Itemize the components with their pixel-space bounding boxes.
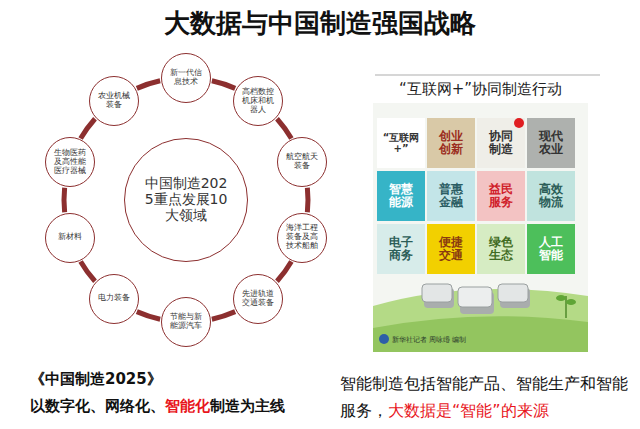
- label-box: 《中国制造2025》: [30, 370, 162, 389]
- grass-front: [373, 316, 588, 352]
- hub-circle: 中国制造2025重点发展10大领域: [124, 138, 248, 262]
- title-row: 大数据与中国制造强国战略: [0, 6, 640, 40]
- rule-line: [375, 74, 600, 76]
- action-tile: 绿色生态: [477, 224, 525, 274]
- action-tile: 现代农业: [527, 118, 575, 168]
- ring-arc: [81, 119, 95, 139]
- node-text: 便捷交通: [438, 236, 463, 263]
- label-box: “互联网+”协同制造行动: [373, 80, 588, 99]
- action-tile: 智慧能源: [377, 171, 425, 221]
- text-line: 智能制造包括智能产品、智能生产和智能服务，大数据是“智能”的来源: [340, 370, 636, 424]
- node-text: 节能与新能源汽车: [169, 313, 203, 331]
- ring-arc: [277, 261, 291, 281]
- note-text: 制造为主线: [210, 397, 285, 415]
- domain-circle: 先进轨道交通装备: [233, 274, 283, 324]
- node-text: “互联网+”: [380, 132, 422, 154]
- node-text: 生物医药及高性能医疗器械: [53, 149, 87, 176]
- plant: [556, 295, 576, 318]
- domain-circle: 高档数控机床和机器人: [233, 76, 283, 126]
- action-tile: 普惠金融: [427, 171, 475, 221]
- ring-arc: [81, 261, 95, 281]
- note-text: 以数字化、网络化、: [30, 397, 165, 415]
- node-text: 海洋工程装备及高技术船舶: [285, 224, 319, 251]
- agency-logo: [379, 334, 389, 344]
- node-text: 协同制造: [488, 130, 513, 157]
- action-tile: 高效物流: [527, 171, 575, 221]
- ring-arc: [305, 188, 311, 213]
- action-tile: “互联网+”: [377, 118, 425, 168]
- node-text: 电子商务: [388, 236, 413, 263]
- ring-arc: [137, 81, 160, 89]
- domain-circle: 新一代信息技术: [161, 53, 211, 103]
- red-dot: [514, 118, 524, 128]
- action-tile: 创业创新: [427, 118, 475, 168]
- domain-circle: 节能与新能源汽车: [161, 297, 211, 347]
- credit-note: 新华社记者 周咏缗 编制: [392, 335, 466, 345]
- ring-arc: [137, 312, 160, 320]
- label-box: 新华社记者 周咏缗 编制: [392, 335, 466, 345]
- domain-circle: 生物医药及高性能医疗器械: [45, 137, 95, 187]
- node-text: 新材料: [53, 233, 87, 242]
- keyboard-keys: [422, 284, 530, 314]
- page-title: 大数据与中国制造强国战略: [0, 6, 640, 40]
- node-text: 绿色生态: [488, 236, 513, 263]
- action-tile: 益民服务: [477, 171, 525, 221]
- action-tile: 便捷交通: [427, 224, 475, 274]
- node-text: 高档数控机床和机器人: [241, 88, 275, 115]
- node-text: 普惠金融: [438, 183, 463, 210]
- domain-circle: 海洋工程装备及高技术船舶: [277, 213, 327, 263]
- ring-arc: [212, 312, 235, 320]
- panel-heading: “互联网+”协同制造行动: [373, 80, 588, 99]
- node-text: 现代农业: [538, 130, 563, 157]
- picture-ground: [373, 103, 588, 352]
- node-text: 新一代信息技术: [169, 69, 203, 87]
- node-text: 电力装备: [97, 294, 131, 303]
- node-text: 航空航天装备: [285, 153, 319, 171]
- domain-circle: 农业机械装备: [89, 76, 139, 126]
- node-text: 创业创新: [438, 130, 463, 157]
- ring-arc: [277, 119, 291, 139]
- action-tile: 电子商务: [377, 224, 425, 274]
- domain-circle: 新材料: [45, 213, 95, 263]
- ring-arc: [62, 188, 68, 213]
- highlight-text: 大数据是“智能”的来源: [388, 401, 549, 420]
- node-text: 先进轨道交通装备: [241, 290, 275, 308]
- text-line: 以数字化、网络化、智能化制造为主线: [30, 397, 285, 416]
- node-text: 农业机械装备: [97, 92, 131, 110]
- highlight-text: 智能化: [165, 397, 210, 415]
- node-text: 益民服务: [488, 183, 513, 210]
- ring-arc: [212, 81, 235, 89]
- node-text: 人工智能: [538, 236, 563, 263]
- action-tile: 人工智能: [527, 224, 575, 274]
- node-text: 中国制造2025重点发展10大领域: [144, 176, 228, 223]
- node-text: 高效物流: [538, 183, 563, 210]
- node-text: 智慧能源: [388, 183, 413, 210]
- action-tile: 协同制造: [477, 118, 525, 168]
- doc-title: 《中国制造2025》: [30, 370, 162, 389]
- domain-circle: 电力装备: [89, 274, 139, 324]
- domain-circle: 航空航天装备: [277, 137, 327, 187]
